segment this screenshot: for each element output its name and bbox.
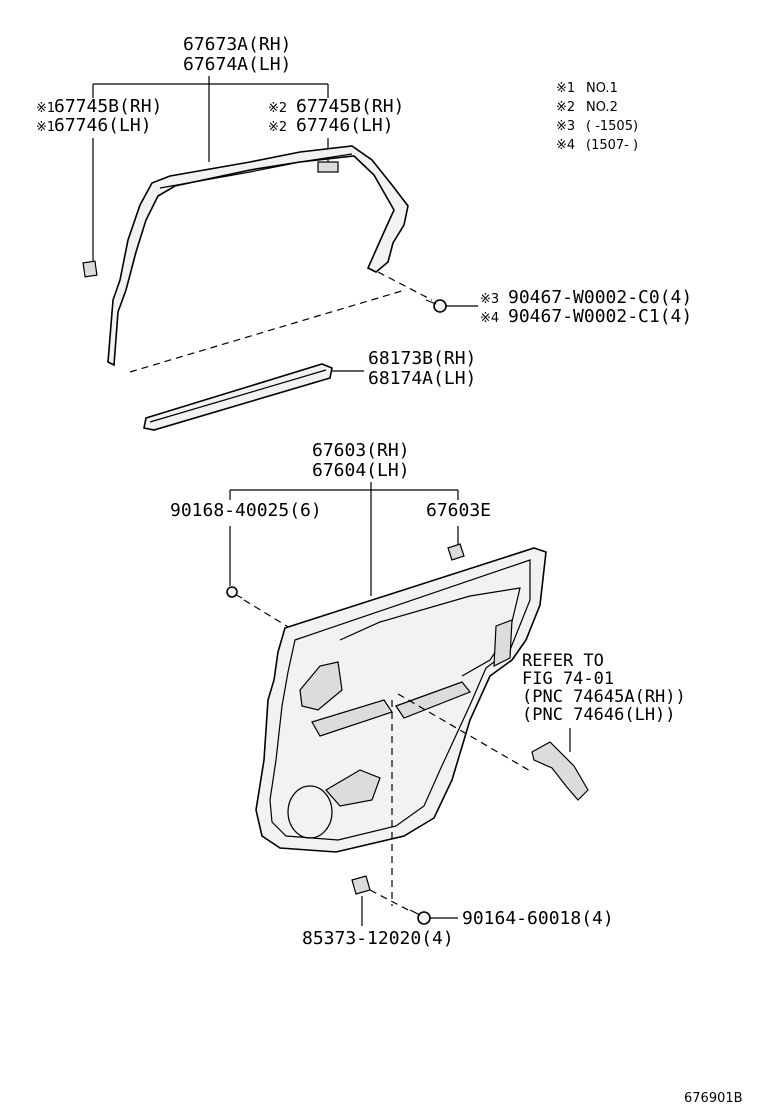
belt-moulding-part bbox=[143, 363, 333, 431]
door-trim-label-lh: 67604(LH) bbox=[312, 460, 410, 481]
door-weatherstrip bbox=[107, 145, 409, 367]
clip2-mark-b: ※2 bbox=[268, 120, 287, 135]
legend-text-4: (1507- ) bbox=[586, 138, 638, 153]
weatherstrip-inner-line bbox=[159, 153, 353, 189]
legend: ※1 NO.1 ※2 NO.2 ※3 ( -1505) ※4 (1507- ) bbox=[556, 81, 638, 153]
door-trim-inner-edge bbox=[269, 559, 531, 841]
weatherstrip-leader bbox=[92, 76, 329, 162]
clip-bottom-label: 85373-12020(4) bbox=[302, 928, 454, 949]
screw-top-label-1: 90467-W0002-C0(4) bbox=[508, 287, 692, 308]
clip1-label-rh: 67745B(RH) bbox=[54, 96, 162, 117]
refer-line-4: (PNC 74646(LH)) bbox=[522, 705, 676, 725]
clip-trim-label: 67603E bbox=[426, 500, 491, 521]
legend-mark-1: ※1 bbox=[556, 81, 575, 96]
screw-left-label: 90168-40025(6) bbox=[170, 500, 322, 521]
refer-line-2: FIG 74-01 bbox=[522, 669, 614, 689]
door-trim-upper-cavity bbox=[339, 587, 521, 677]
refer-line-3: (PNC 74645A(RH)) bbox=[522, 687, 686, 707]
clip1-mark-a: ※1 bbox=[36, 101, 55, 116]
screw-left-part bbox=[226, 586, 243, 599]
weatherstrip-dash-a bbox=[129, 289, 406, 373]
refer-dash bbox=[397, 693, 533, 773]
screw-top-label-2: 90467-W0002-C1(4) bbox=[508, 306, 692, 327]
screw-top-mark-4: ※4 bbox=[480, 311, 499, 326]
bottom-dash-diagonal bbox=[369, 889, 413, 913]
clip-trim-part bbox=[447, 543, 465, 561]
weatherstrip-label-rh: 67673A(RH) bbox=[183, 34, 291, 55]
door-trim-side-slot bbox=[493, 619, 513, 667]
clip1-part bbox=[82, 260, 98, 278]
door-trim-leader bbox=[229, 482, 459, 596]
clip2-label-rh: 67745B(RH) bbox=[296, 96, 404, 117]
legend-mark-2: ※2 bbox=[556, 100, 575, 115]
refer-line-1: REFER TO bbox=[522, 651, 604, 671]
clip2-part bbox=[317, 161, 339, 173]
clip1-label-lh: 67746(LH) bbox=[54, 115, 152, 136]
weatherstrip-dash-b bbox=[377, 271, 433, 301]
legend-text-2: NO.2 bbox=[586, 100, 618, 115]
screw-top-part bbox=[425, 299, 447, 313]
screw-bottom-part bbox=[409, 909, 431, 925]
belt-moulding-detail bbox=[149, 369, 327, 423]
weatherstrip-label-lh: 67674A(LH) bbox=[183, 54, 291, 75]
screw-top-mark-3: ※3 bbox=[480, 292, 499, 307]
legend-mark-3: ※3 bbox=[556, 119, 575, 134]
clip1-mark-b: ※1 bbox=[36, 120, 55, 135]
door-trim-panel bbox=[255, 547, 547, 853]
door-pocket bbox=[325, 769, 381, 807]
door-handle-recess bbox=[299, 661, 343, 711]
legend-text-1: NO.1 bbox=[586, 81, 618, 96]
speaker-grille bbox=[287, 785, 333, 839]
clip-bottom-part bbox=[351, 875, 371, 895]
screw-bottom-label: 90164-60018(4) bbox=[462, 908, 614, 929]
door-trim-label-rh: 67603(RH) bbox=[312, 440, 410, 461]
armrest-insert bbox=[395, 681, 471, 719]
armrest-trim-part bbox=[531, 741, 589, 801]
belt-moulding-label-rh: 68173B(RH) bbox=[368, 348, 476, 369]
figure-id: 676901B bbox=[684, 1091, 743, 1106]
legend-text-3: ( -1505) bbox=[586, 119, 638, 134]
belt-moulding-label-lh: 68174A(LH) bbox=[368, 368, 476, 389]
legend-mark-4: ※4 bbox=[556, 138, 575, 153]
clip2-label-lh: 67746(LH) bbox=[296, 115, 394, 136]
screw-left-dash bbox=[243, 599, 291, 629]
clip2-mark-a: ※2 bbox=[268, 101, 287, 116]
